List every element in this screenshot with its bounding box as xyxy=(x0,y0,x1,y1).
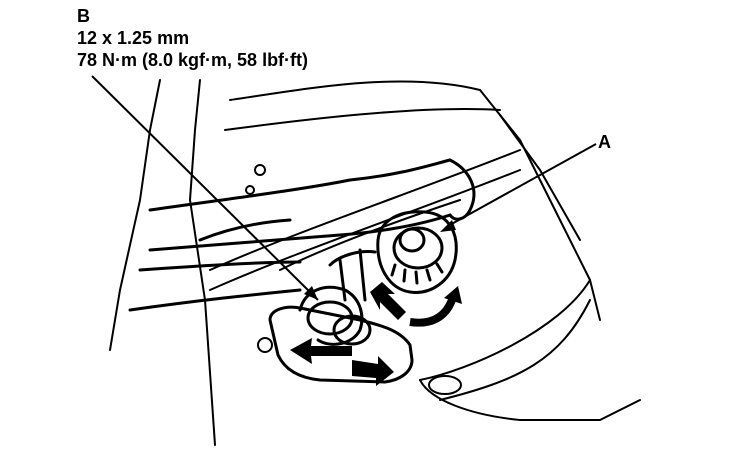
arrow-diagonal xyxy=(370,282,406,320)
callout-b-bolt-size: 12 x 1.25 mm xyxy=(77,28,190,48)
callout-b-torque-spec: 78 N·m (8.0 kgf·m, 58 lbf·ft) xyxy=(77,50,309,70)
adjusting-nut-a xyxy=(376,210,458,294)
callout-b-leader xyxy=(91,75,319,301)
arrow-right xyxy=(352,356,394,386)
upper-member xyxy=(209,149,521,291)
movement-arrows xyxy=(290,282,462,386)
background-frame-lines xyxy=(109,79,641,446)
callout-a-arrowhead xyxy=(440,220,456,232)
callout-b-letter: B xyxy=(77,6,90,26)
arrow-left xyxy=(290,338,352,364)
callout-a-leader xyxy=(447,143,597,227)
bolt-holes xyxy=(245,164,462,395)
callout-b-arrowhead xyxy=(304,286,318,300)
bracket-assembly xyxy=(268,248,414,384)
arrow-rotate-curve xyxy=(409,298,456,327)
arrow-rotate-head xyxy=(444,286,462,304)
callout-a-letter: A xyxy=(598,132,611,152)
